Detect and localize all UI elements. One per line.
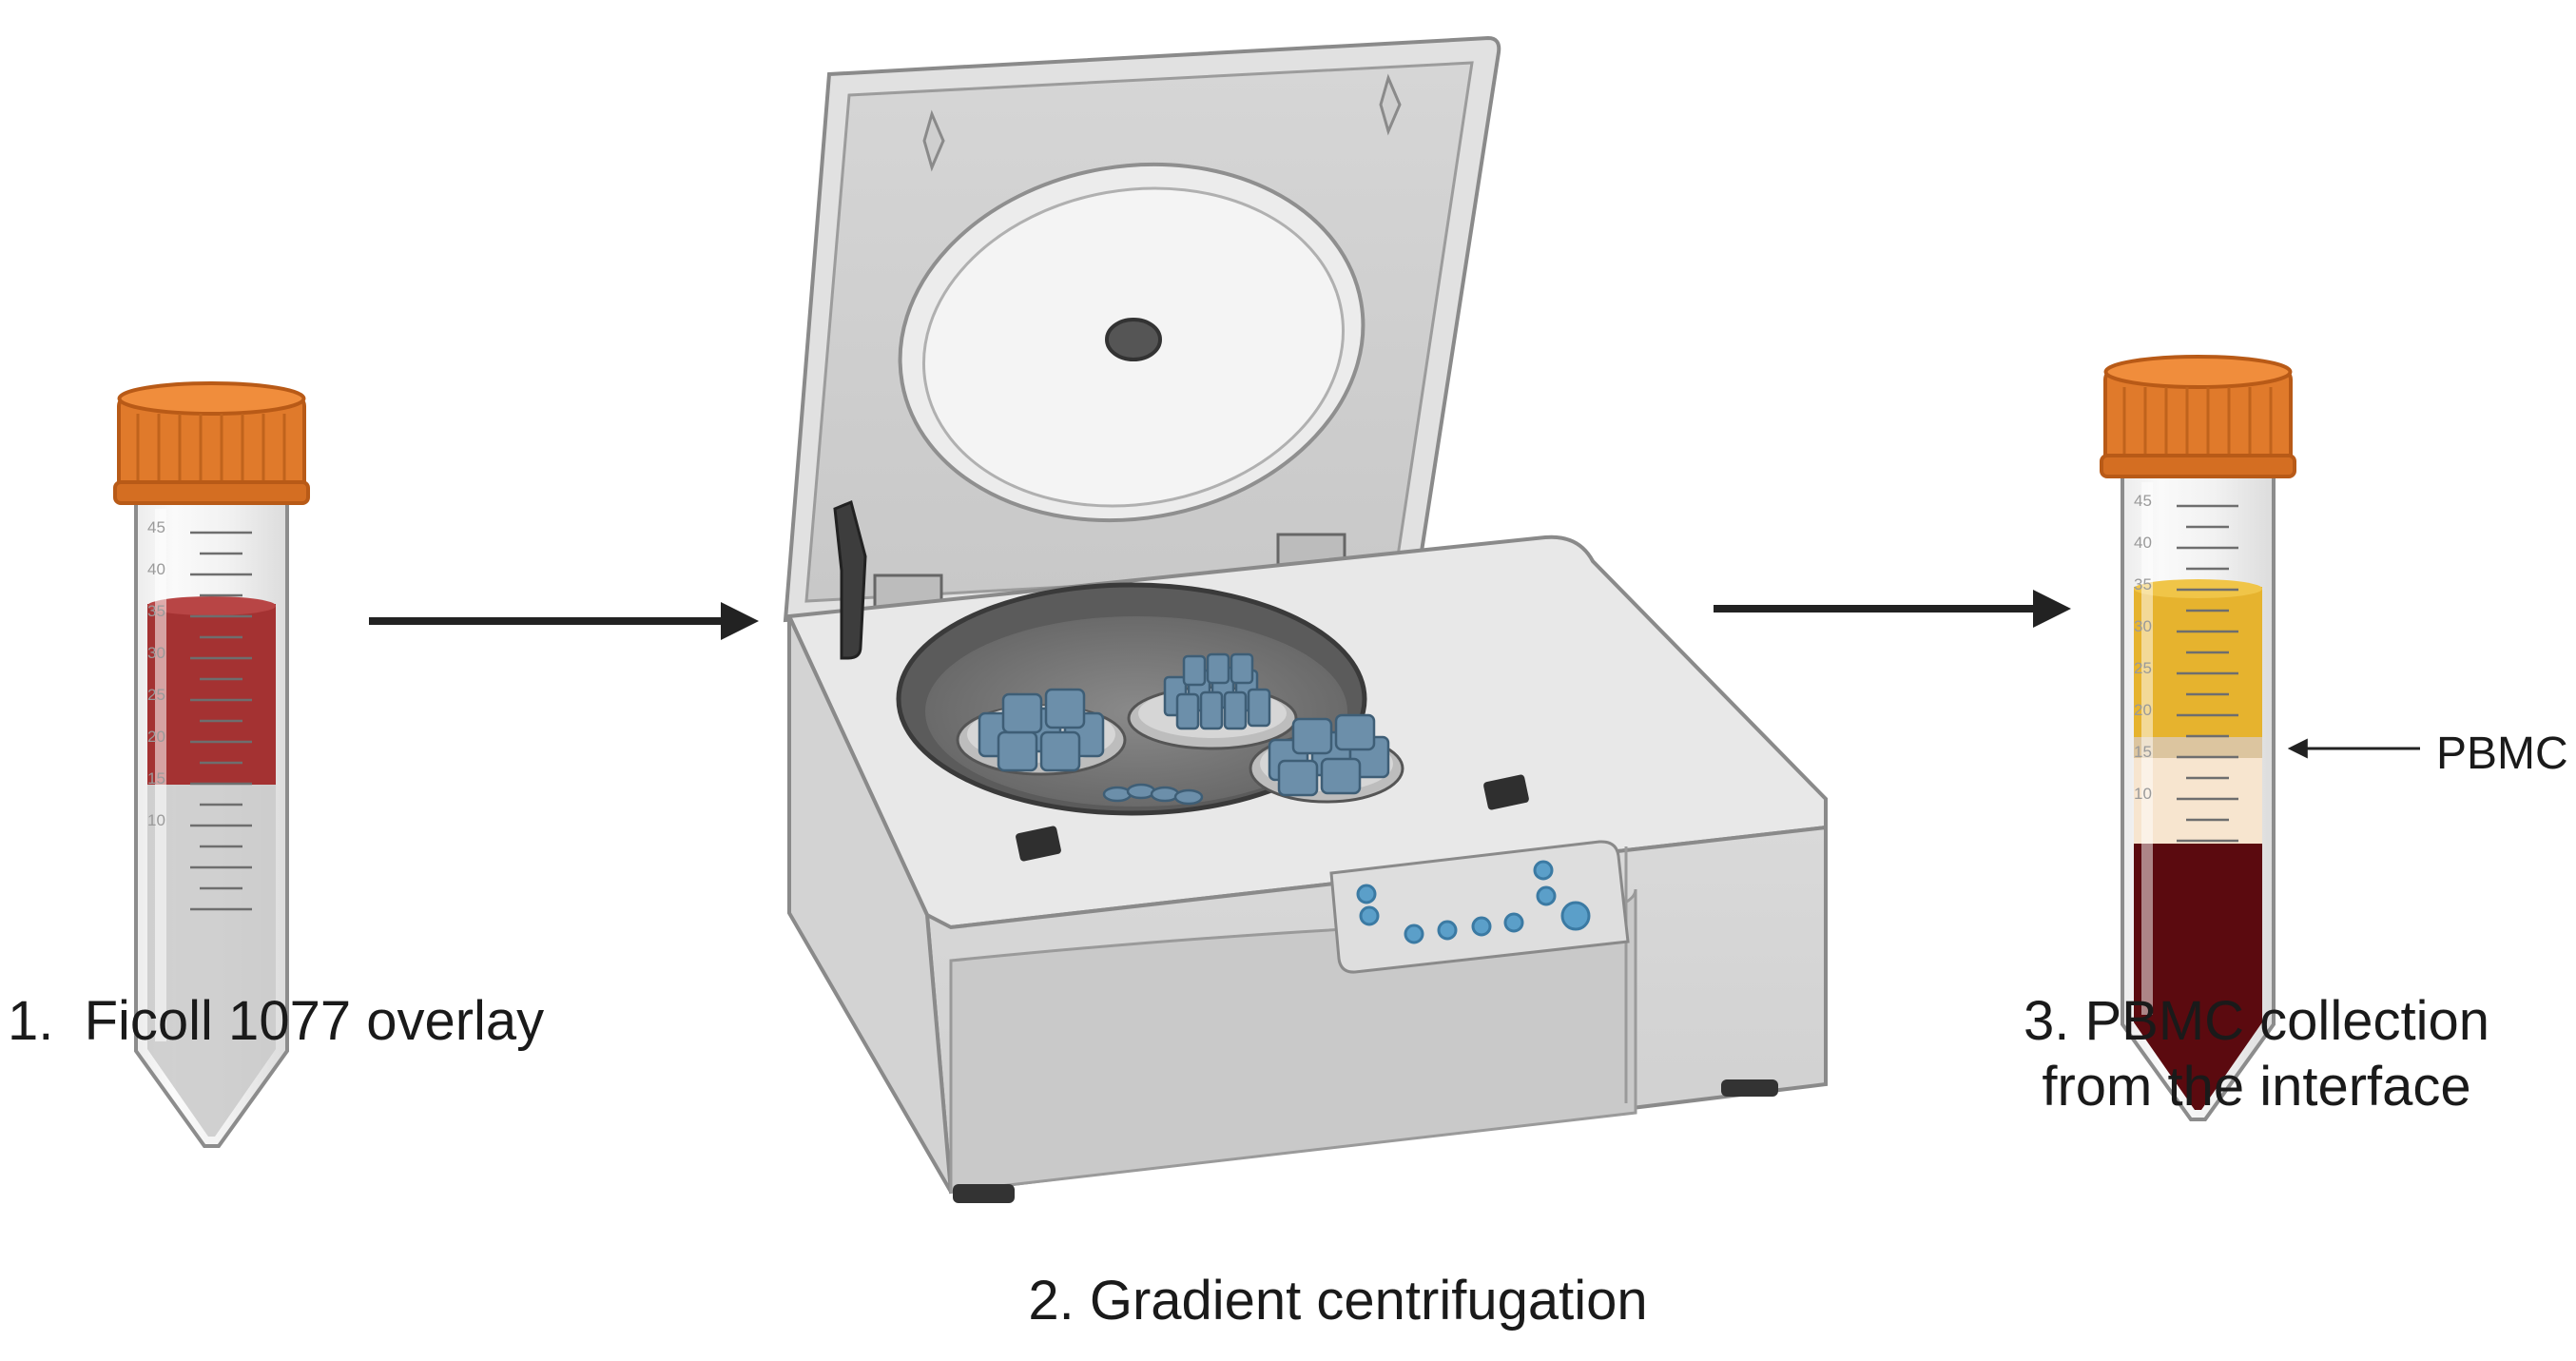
svg-text:15: 15 xyxy=(2134,743,2152,761)
panel-button[interactable] xyxy=(1533,860,1554,881)
tube-scale-numbers: 45 40 35 30 25 20 15 10 xyxy=(147,518,165,829)
pbmc-collection-tube: 45 40 35 30 25 20 15 10 xyxy=(2100,355,2296,1121)
tube-scale xyxy=(2177,504,2238,843)
plasma-layer xyxy=(2134,587,2262,737)
svg-text:45: 45 xyxy=(147,518,165,536)
panel-button[interactable] xyxy=(1560,901,1591,931)
panel-button[interactable] xyxy=(1536,885,1557,906)
panel-button[interactable] xyxy=(1503,912,1524,933)
panel-button[interactable] xyxy=(1437,920,1458,941)
ficoll-layer xyxy=(147,785,276,1137)
svg-text:35: 35 xyxy=(147,602,165,620)
svg-text:25: 25 xyxy=(2134,659,2152,677)
tube-cap xyxy=(113,381,310,505)
blood-layer xyxy=(147,604,276,785)
step-2-label: 2. Gradient centrifugation xyxy=(1028,1270,1647,1332)
svg-text:20: 20 xyxy=(147,728,165,746)
svg-text:30: 30 xyxy=(147,644,165,662)
svg-text:25: 25 xyxy=(147,686,165,704)
panel-button[interactable] xyxy=(1471,916,1492,937)
svg-text:15: 15 xyxy=(147,769,165,787)
svg-text:35: 35 xyxy=(2134,575,2152,593)
centrifuge xyxy=(783,35,1828,1203)
control-panel xyxy=(1329,840,1630,974)
pbmc-interface xyxy=(2134,737,2262,758)
step-3-label-line1: 3. PBMC collection xyxy=(2024,990,2489,1052)
rotor-tubes xyxy=(978,652,1390,806)
svg-text:20: 20 xyxy=(2134,701,2152,719)
tube-scale-numbers: 45 40 35 30 25 20 15 10 xyxy=(2134,492,2152,803)
step-1-label: 1. Ficoll 1077 overlay xyxy=(8,990,544,1052)
panel-button[interactable] xyxy=(1359,905,1380,926)
svg-text:10: 10 xyxy=(147,811,165,829)
ficoll-layer xyxy=(2134,758,2262,844)
panel-button[interactable] xyxy=(1404,924,1424,944)
svg-text:30: 30 xyxy=(2134,617,2152,635)
svg-text:45: 45 xyxy=(2134,492,2152,510)
svg-text:40: 40 xyxy=(2134,534,2152,552)
svg-text:40: 40 xyxy=(147,560,165,578)
step-3-label-line2: from the interface xyxy=(2042,1056,2470,1118)
tube-cap xyxy=(2100,355,2296,478)
panel-button[interactable] xyxy=(1356,884,1377,904)
lid-handle xyxy=(833,499,867,660)
pbmc-label: PBMC xyxy=(2436,729,2568,779)
rbc-layer xyxy=(2134,831,2262,1110)
control-buttons xyxy=(1356,860,1591,944)
ficoll-overlay-tube: 45 40 35 30 25 20 15 10 xyxy=(113,381,310,1148)
tube-scale xyxy=(190,531,252,911)
svg-text:10: 10 xyxy=(2134,785,2152,803)
